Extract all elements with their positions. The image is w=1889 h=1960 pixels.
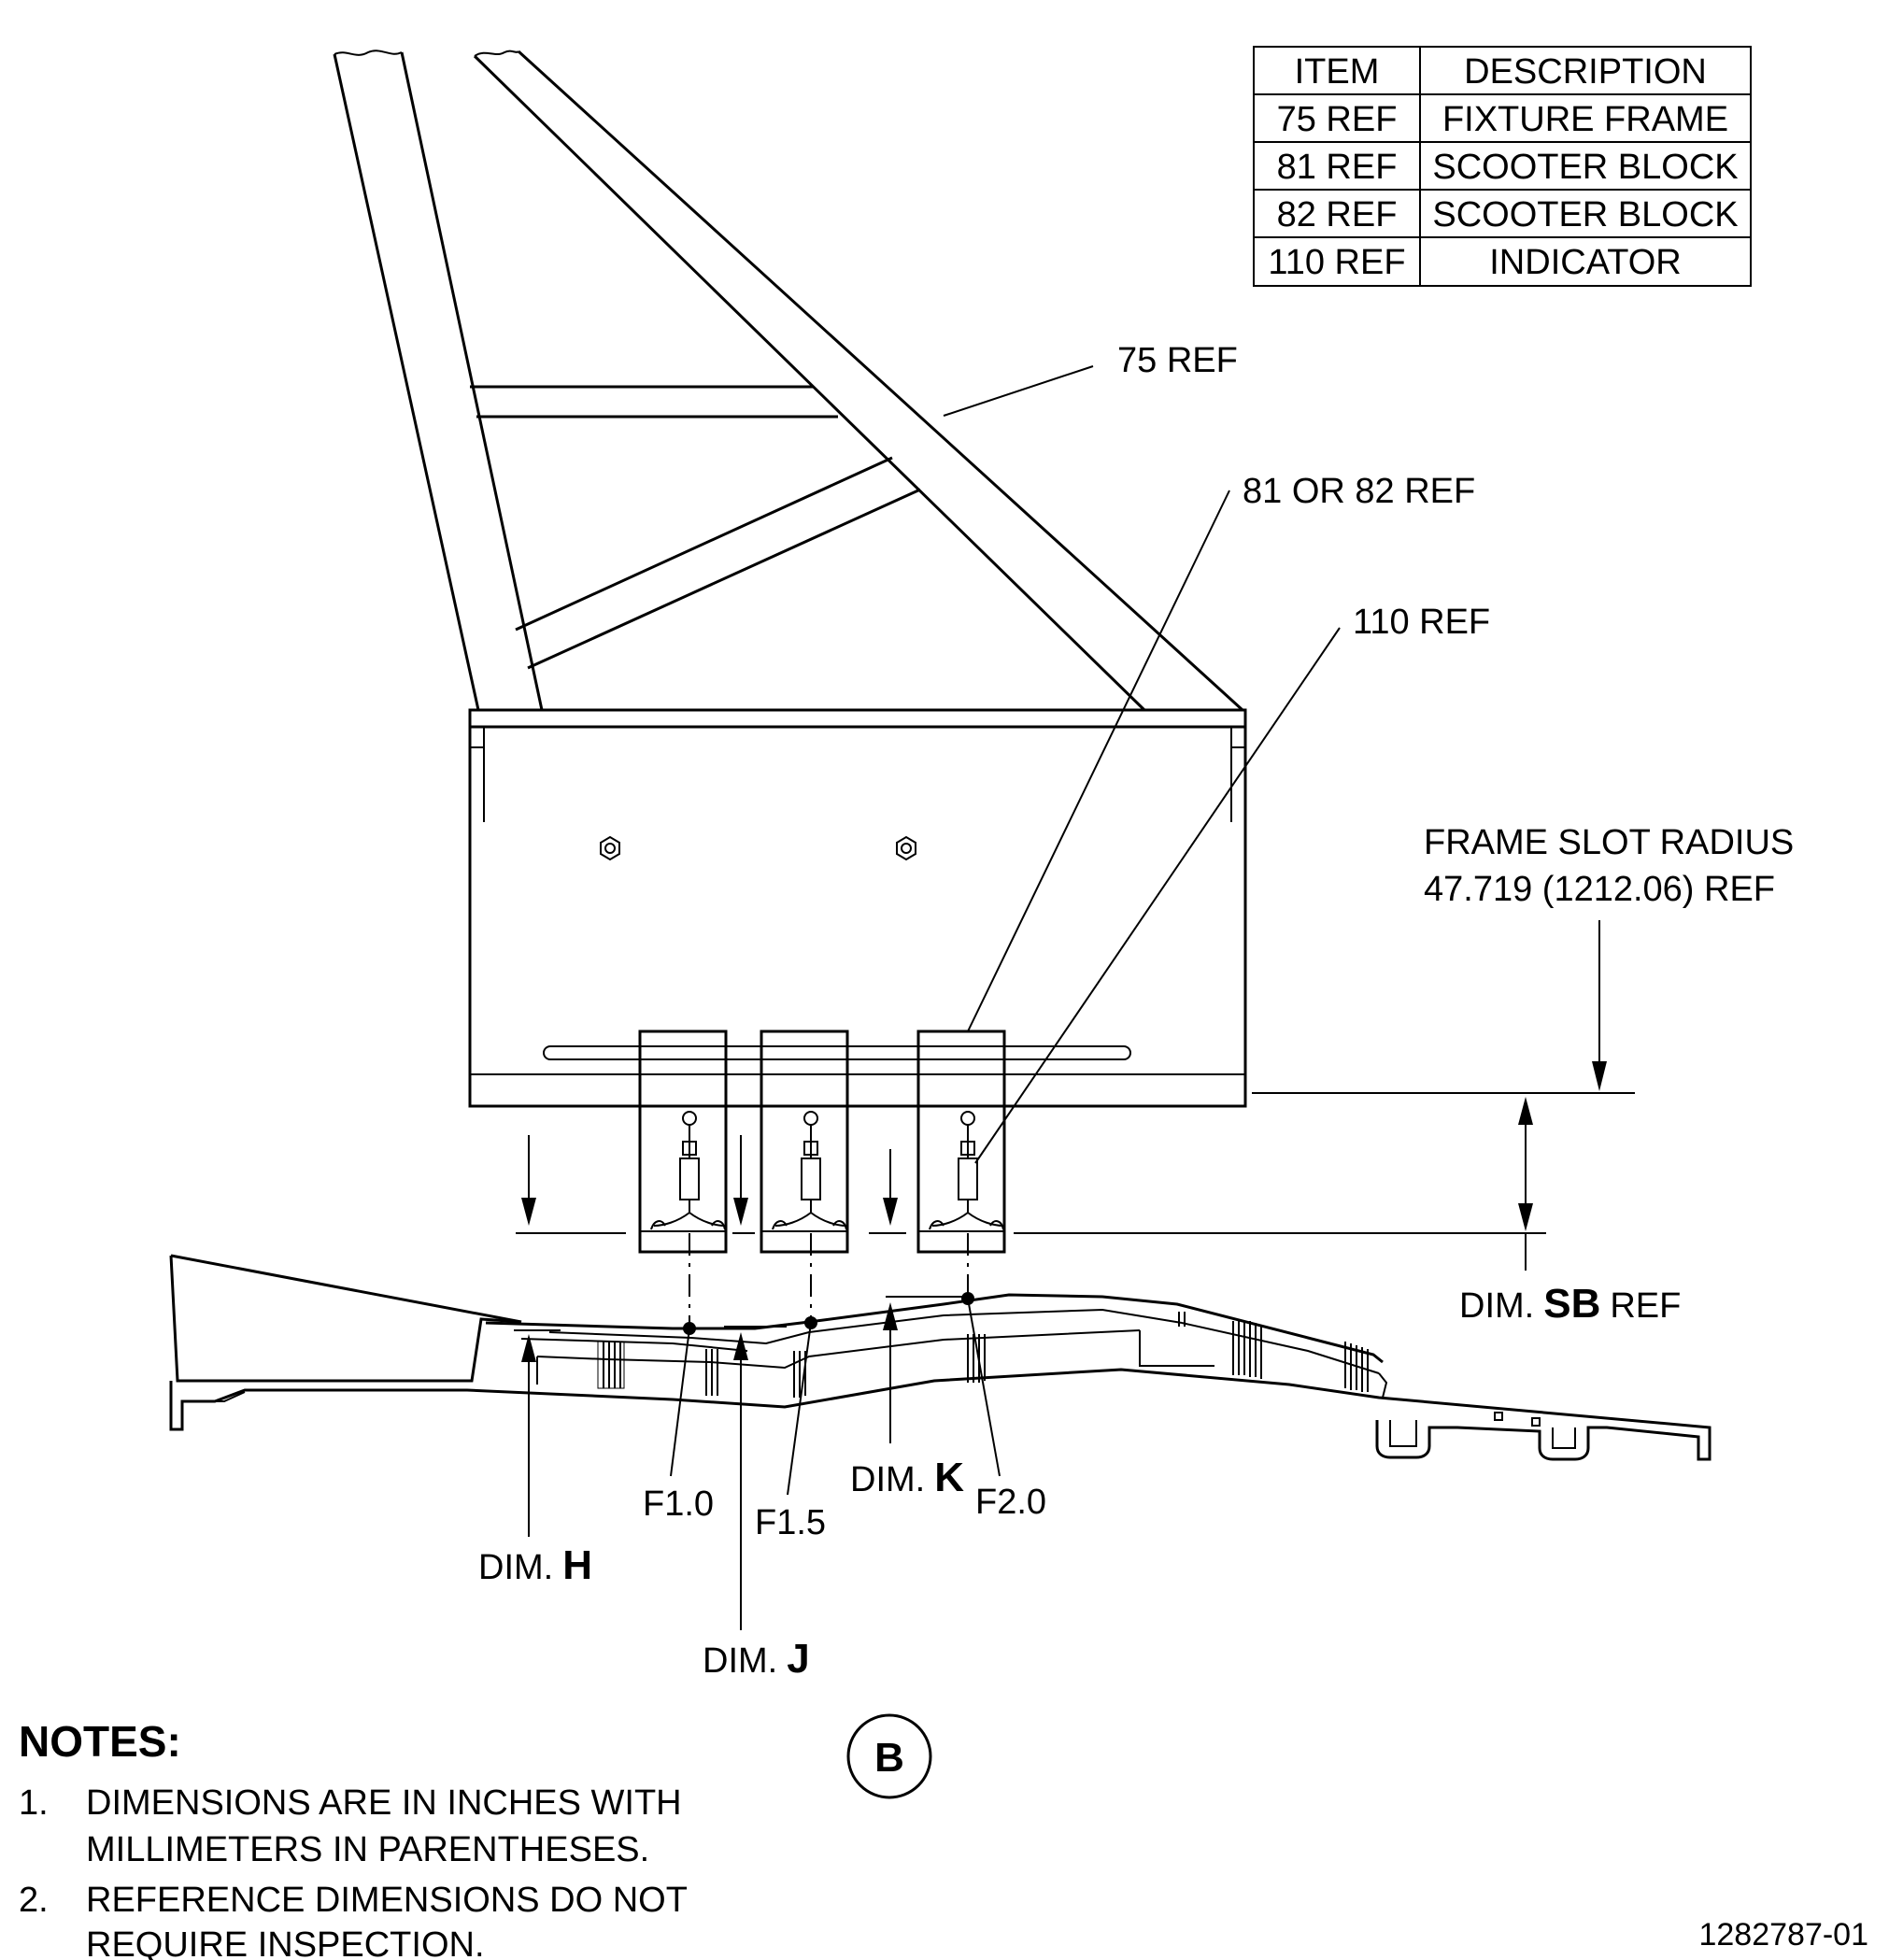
dim-h-label: DIM.H — [478, 1542, 592, 1588]
frame-slot-radius-value: 47.719 (1212.06) REF — [1424, 870, 1775, 909]
view-letter: B — [874, 1735, 904, 1781]
note-text: REQUIRE INSPECTION. — [86, 1925, 485, 1960]
table-cell: FIXTURE FRAME — [1442, 100, 1728, 139]
dim-k-label: DIM.K — [850, 1455, 964, 1500]
table-cell: INDICATOR — [1489, 243, 1682, 282]
table-cell: 110 REF — [1268, 243, 1405, 282]
table-cell: 82 REF — [1277, 195, 1398, 234]
scooter-block — [760, 1030, 849, 1254]
point-f1-label: F1.0 — [643, 1484, 714, 1524]
part-section — [169, 1254, 1711, 1461]
frame-slot-radius-label: FRAME SLOT RADIUS — [1424, 823, 1794, 862]
table-cell: SCOOTER BLOCK — [1432, 148, 1738, 187]
scooter-block — [916, 1030, 1006, 1254]
note-text: MILLIMETERS IN PARENTHESES. — [86, 1830, 649, 1869]
fixture-frame — [333, 50, 1244, 712]
item-table: ITEM DESCRIPTION 75 REF FIXTURE FRAME 81… — [1253, 46, 1752, 287]
frame-callout: 75 REF — [1117, 341, 1238, 380]
table-cell: 75 REF — [1277, 100, 1398, 139]
note-text: REFERENCE DIMENSIONS DO NOT — [86, 1881, 688, 1920]
hjk-dimension-arrows — [521, 1302, 898, 1630]
hex-bolt-icon — [600, 835, 620, 861]
note-number: 2. — [19, 1881, 49, 1920]
leader-lines — [943, 365, 1341, 1164]
sb-dimension — [1252, 920, 1635, 1271]
point-f15-label: F1.5 — [755, 1503, 826, 1542]
indicator-callout: 110 REF — [1353, 603, 1490, 642]
note-number: 1. — [19, 1783, 49, 1823]
document-id: 1282787-01 — [1698, 1917, 1868, 1953]
table-cell: SCOOTER BLOCK — [1432, 195, 1738, 234]
point-f2-label: F2.0 — [975, 1483, 1046, 1522]
measurement-points — [670, 1292, 1001, 1496]
dial-indicator-icon — [929, 1111, 1004, 1230]
table-header-item: ITEM — [1295, 52, 1380, 92]
notes: NOTES: 1. DIMENSIONS ARE IN INCHES WITH … — [19, 1717, 688, 1960]
view-label: B — [846, 1713, 932, 1799]
note-text: DIMENSIONS ARE IN INCHES WITH — [86, 1783, 682, 1823]
notes-title: NOTES: — [19, 1717, 181, 1766]
table-header-description: DESCRIPTION — [1464, 52, 1707, 92]
dim-j-label: DIM.J — [703, 1636, 810, 1682]
centerlines — [689, 1233, 969, 1327]
scooter-block — [638, 1030, 728, 1254]
dial-indicator-icon — [772, 1111, 847, 1230]
dimension-arrows — [516, 1135, 1546, 1234]
block-callout: 81 OR 82 REF — [1243, 472, 1475, 511]
fixture-plate — [468, 708, 1247, 1108]
hex-bolt-icon — [896, 835, 916, 861]
dial-indicator-icon — [650, 1111, 726, 1230]
table-cell: 81 REF — [1277, 148, 1398, 187]
